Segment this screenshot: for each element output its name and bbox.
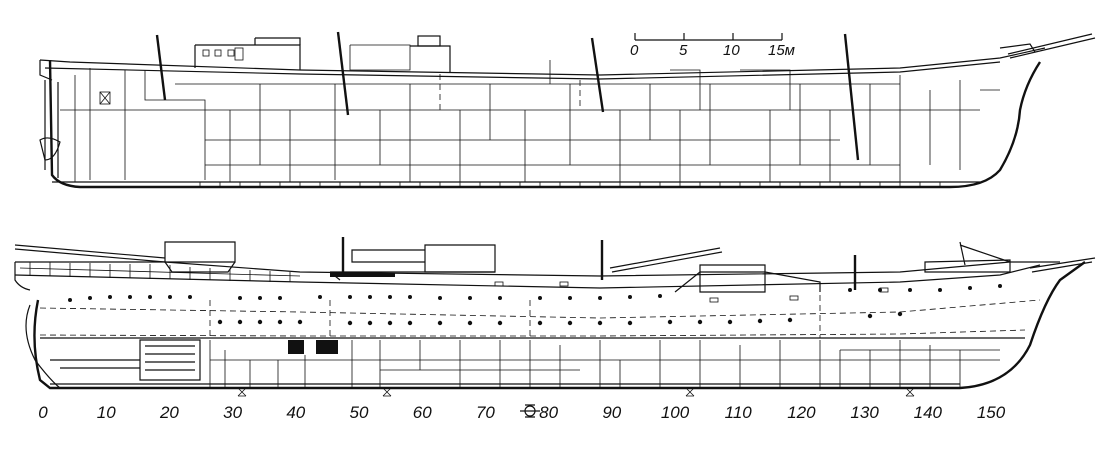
frame-label-110: 110 (725, 403, 753, 422)
frame-label-90: 90 (602, 403, 621, 422)
engine-room (50, 339, 201, 381)
top-mast-1 (155, 34, 167, 101)
bottom-bowsprit (1029, 257, 1096, 273)
frame-label-120: 120 (787, 403, 816, 422)
top-sheer-line (39, 47, 1046, 76)
top-keel-ticks (199, 182, 941, 187)
scale-tick-0: 0 (630, 42, 639, 59)
frame-label-100: 100 (661, 403, 690, 422)
frame-label-10: 10 (97, 403, 116, 422)
frame-label-70: 70 (476, 403, 495, 422)
frame-label-0: 0 (38, 403, 48, 422)
top-bowsprit (1007, 33, 1096, 59)
keel-markers (237, 387, 915, 397)
top-hull-outline (48, 59, 1042, 189)
inboard-profile (39, 31, 1096, 189)
frame-label-20: 20 (159, 403, 179, 422)
frame-axis: 0 10 20 30 40 50 60 70 80 90 100 110 120 130 140 150 (38, 403, 1005, 422)
frame-label-130: 130 (850, 403, 879, 422)
midship-symbol (520, 404, 540, 418)
frame-label-150: 150 (977, 403, 1006, 422)
porthole-row-upper (68, 284, 1002, 302)
scale-tick-5: 5 (679, 42, 688, 59)
scale-bar: 0 5 10 15м (630, 33, 795, 59)
top-mast-2 (336, 31, 350, 116)
porthole-row-lower (217, 311, 903, 326)
bottom-hull-outline (33, 261, 1086, 390)
frame-label-140: 140 (914, 403, 943, 422)
outboard-profile (14, 237, 1096, 397)
top-mast-3 (590, 37, 605, 113)
bottom-sheer-line (15, 261, 1060, 277)
scale-tick-10: 10 (723, 42, 740, 59)
frame-label-30: 30 (223, 403, 242, 422)
top-mast-4 (843, 33, 860, 161)
frame-label-50: 50 (350, 403, 369, 422)
frame-label-60: 60 (413, 403, 432, 422)
scale-tick-15: 15м (768, 42, 795, 59)
frame-label-40: 40 (286, 403, 305, 422)
frame-label-80: 80 (539, 403, 558, 422)
